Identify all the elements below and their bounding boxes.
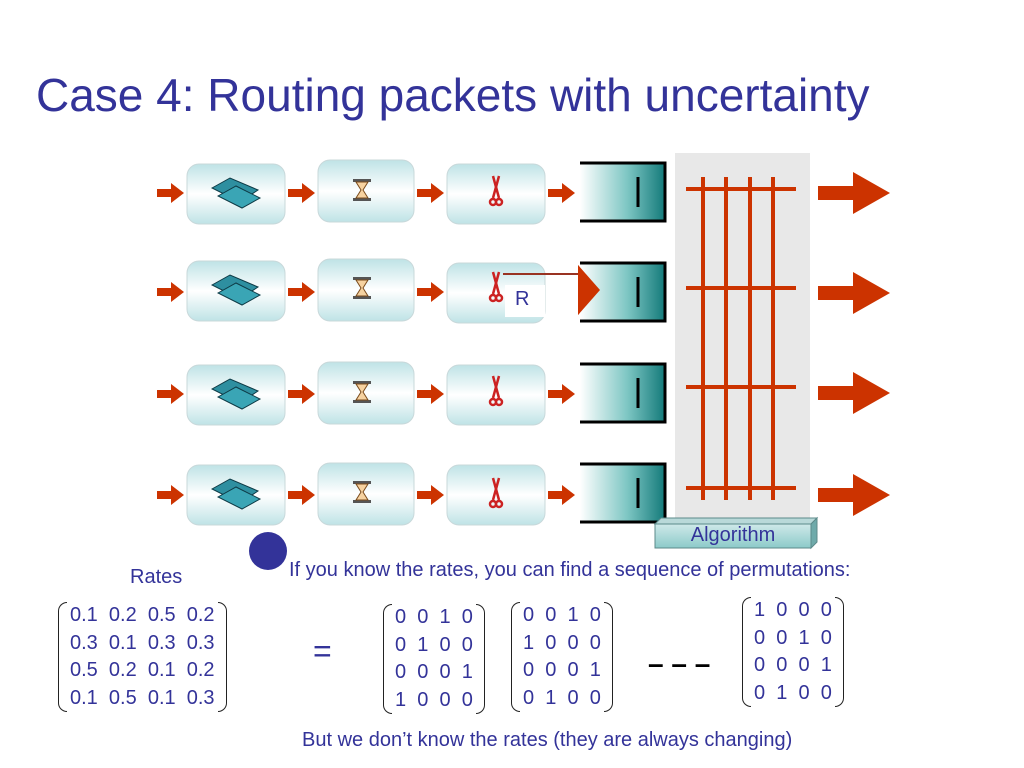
input-arrow bbox=[157, 183, 184, 203]
permutation-matrix-2: 0 0 1 0 1 0 0 0 0 0 0 1 0 1 0 0 bbox=[511, 602, 613, 712]
delay-box bbox=[317, 159, 415, 223]
matrix-row: 0 1 0 0 bbox=[395, 633, 473, 656]
input-arrow bbox=[548, 384, 575, 404]
matrix-row: 1 0 0 0 bbox=[395, 688, 473, 711]
matrix-row: 0.1 0.2 0.5 0.2 bbox=[70, 604, 215, 626]
input-arrow bbox=[417, 384, 444, 404]
input-arrow bbox=[157, 384, 184, 404]
router-pointer-arrow bbox=[578, 265, 600, 315]
scissors-icon bbox=[488, 271, 504, 303]
slide-title: Case 4: Routing packets with uncertainty bbox=[36, 69, 870, 121]
algorithm-box bbox=[653, 516, 819, 550]
output-arrow bbox=[818, 272, 890, 314]
matrix-row: 0 0 1 0 bbox=[754, 626, 832, 649]
input-row-1 bbox=[157, 159, 890, 225]
input-arrow bbox=[157, 485, 184, 505]
matrix-row: 1 0 0 0 bbox=[523, 631, 601, 654]
input-arrow bbox=[288, 384, 315, 404]
scissors-icon bbox=[488, 477, 504, 509]
money-icon bbox=[210, 378, 262, 410]
input-row-4 bbox=[157, 462, 890, 526]
hourglass-icon bbox=[353, 179, 371, 201]
hourglass-icon bbox=[353, 481, 371, 503]
money-icon bbox=[210, 177, 262, 209]
permutation-matrix-3: 1 0 0 0 0 0 1 0 0 0 0 1 0 1 0 0 bbox=[742, 597, 844, 707]
equals-sign: = bbox=[313, 633, 332, 669]
input-row-3 bbox=[157, 361, 890, 426]
matrix-row: 0.5 0.2 0.1 0.2 bbox=[70, 659, 215, 681]
algorithm-panel bbox=[675, 153, 810, 523]
scissors-icon bbox=[488, 175, 504, 207]
input-arrow bbox=[288, 485, 315, 505]
algorithm-label: Algorithm bbox=[690, 524, 776, 546]
money-icon bbox=[210, 274, 262, 306]
money-icon bbox=[210, 478, 262, 510]
ellipsis-dashes: – – – bbox=[648, 648, 711, 679]
input-arrow bbox=[548, 183, 575, 203]
input-arrow bbox=[548, 485, 575, 505]
router-label: R bbox=[515, 288, 530, 310]
matrix-row: 0 1 0 0 bbox=[754, 681, 832, 704]
matrix-row: 0 0 0 1 bbox=[754, 654, 832, 676]
delay-box bbox=[317, 462, 415, 526]
router-label-box bbox=[505, 285, 545, 317]
input-row-2 bbox=[157, 258, 890, 324]
input-arrow bbox=[288, 282, 315, 302]
bullet-dot bbox=[249, 532, 287, 570]
drop-box bbox=[446, 464, 546, 526]
rates-matrix: 0.1 0.2 0.5 0.2 0.3 0.1 0.3 0.3 0.5 0.2 … bbox=[58, 602, 227, 712]
matrix-row: 0 0 0 1 bbox=[523, 659, 601, 681]
input-arrow bbox=[157, 282, 184, 302]
input-arrow bbox=[417, 183, 444, 203]
matrix-row: 1 0 0 0 bbox=[754, 599, 832, 621]
matrix-row: 0 0 0 1 bbox=[395, 661, 473, 683]
rates-label: Rates bbox=[130, 566, 183, 588]
queue-buffer bbox=[580, 362, 667, 424]
matrix-row: 0 0 1 0 bbox=[523, 604, 601, 626]
delay-box bbox=[317, 361, 415, 425]
crossbar-switch bbox=[686, 177, 796, 500]
output-arrow bbox=[818, 172, 890, 214]
footer-text: But we don’t know the rates (they are al… bbox=[302, 729, 793, 751]
output-arrow bbox=[818, 474, 890, 516]
permutation-matrix-1: 0 0 1 0 0 1 0 0 0 0 0 1 1 0 0 0 bbox=[383, 604, 485, 714]
input-arrow bbox=[417, 282, 444, 302]
input-arrow bbox=[417, 485, 444, 505]
hourglass-icon bbox=[353, 277, 371, 299]
matrix-row: 0 1 0 0 bbox=[523, 686, 601, 709]
drop-box bbox=[446, 163, 546, 225]
queue-buffer bbox=[580, 161, 667, 223]
matrix-row: 0 0 1 0 bbox=[395, 606, 473, 628]
matrix-row: 0.1 0.5 0.1 0.3 bbox=[70, 686, 215, 709]
output-arrow bbox=[818, 372, 890, 414]
scissors-icon bbox=[488, 375, 504, 407]
matrix-row: 0.3 0.1 0.3 0.3 bbox=[70, 631, 215, 654]
statement-text: If you know the rates, you can find a se… bbox=[289, 559, 851, 581]
queue-buffer bbox=[580, 462, 667, 524]
delay-box bbox=[317, 258, 415, 322]
input-arrow bbox=[288, 183, 315, 203]
drop-box bbox=[446, 364, 546, 426]
hourglass-icon bbox=[353, 381, 371, 403]
